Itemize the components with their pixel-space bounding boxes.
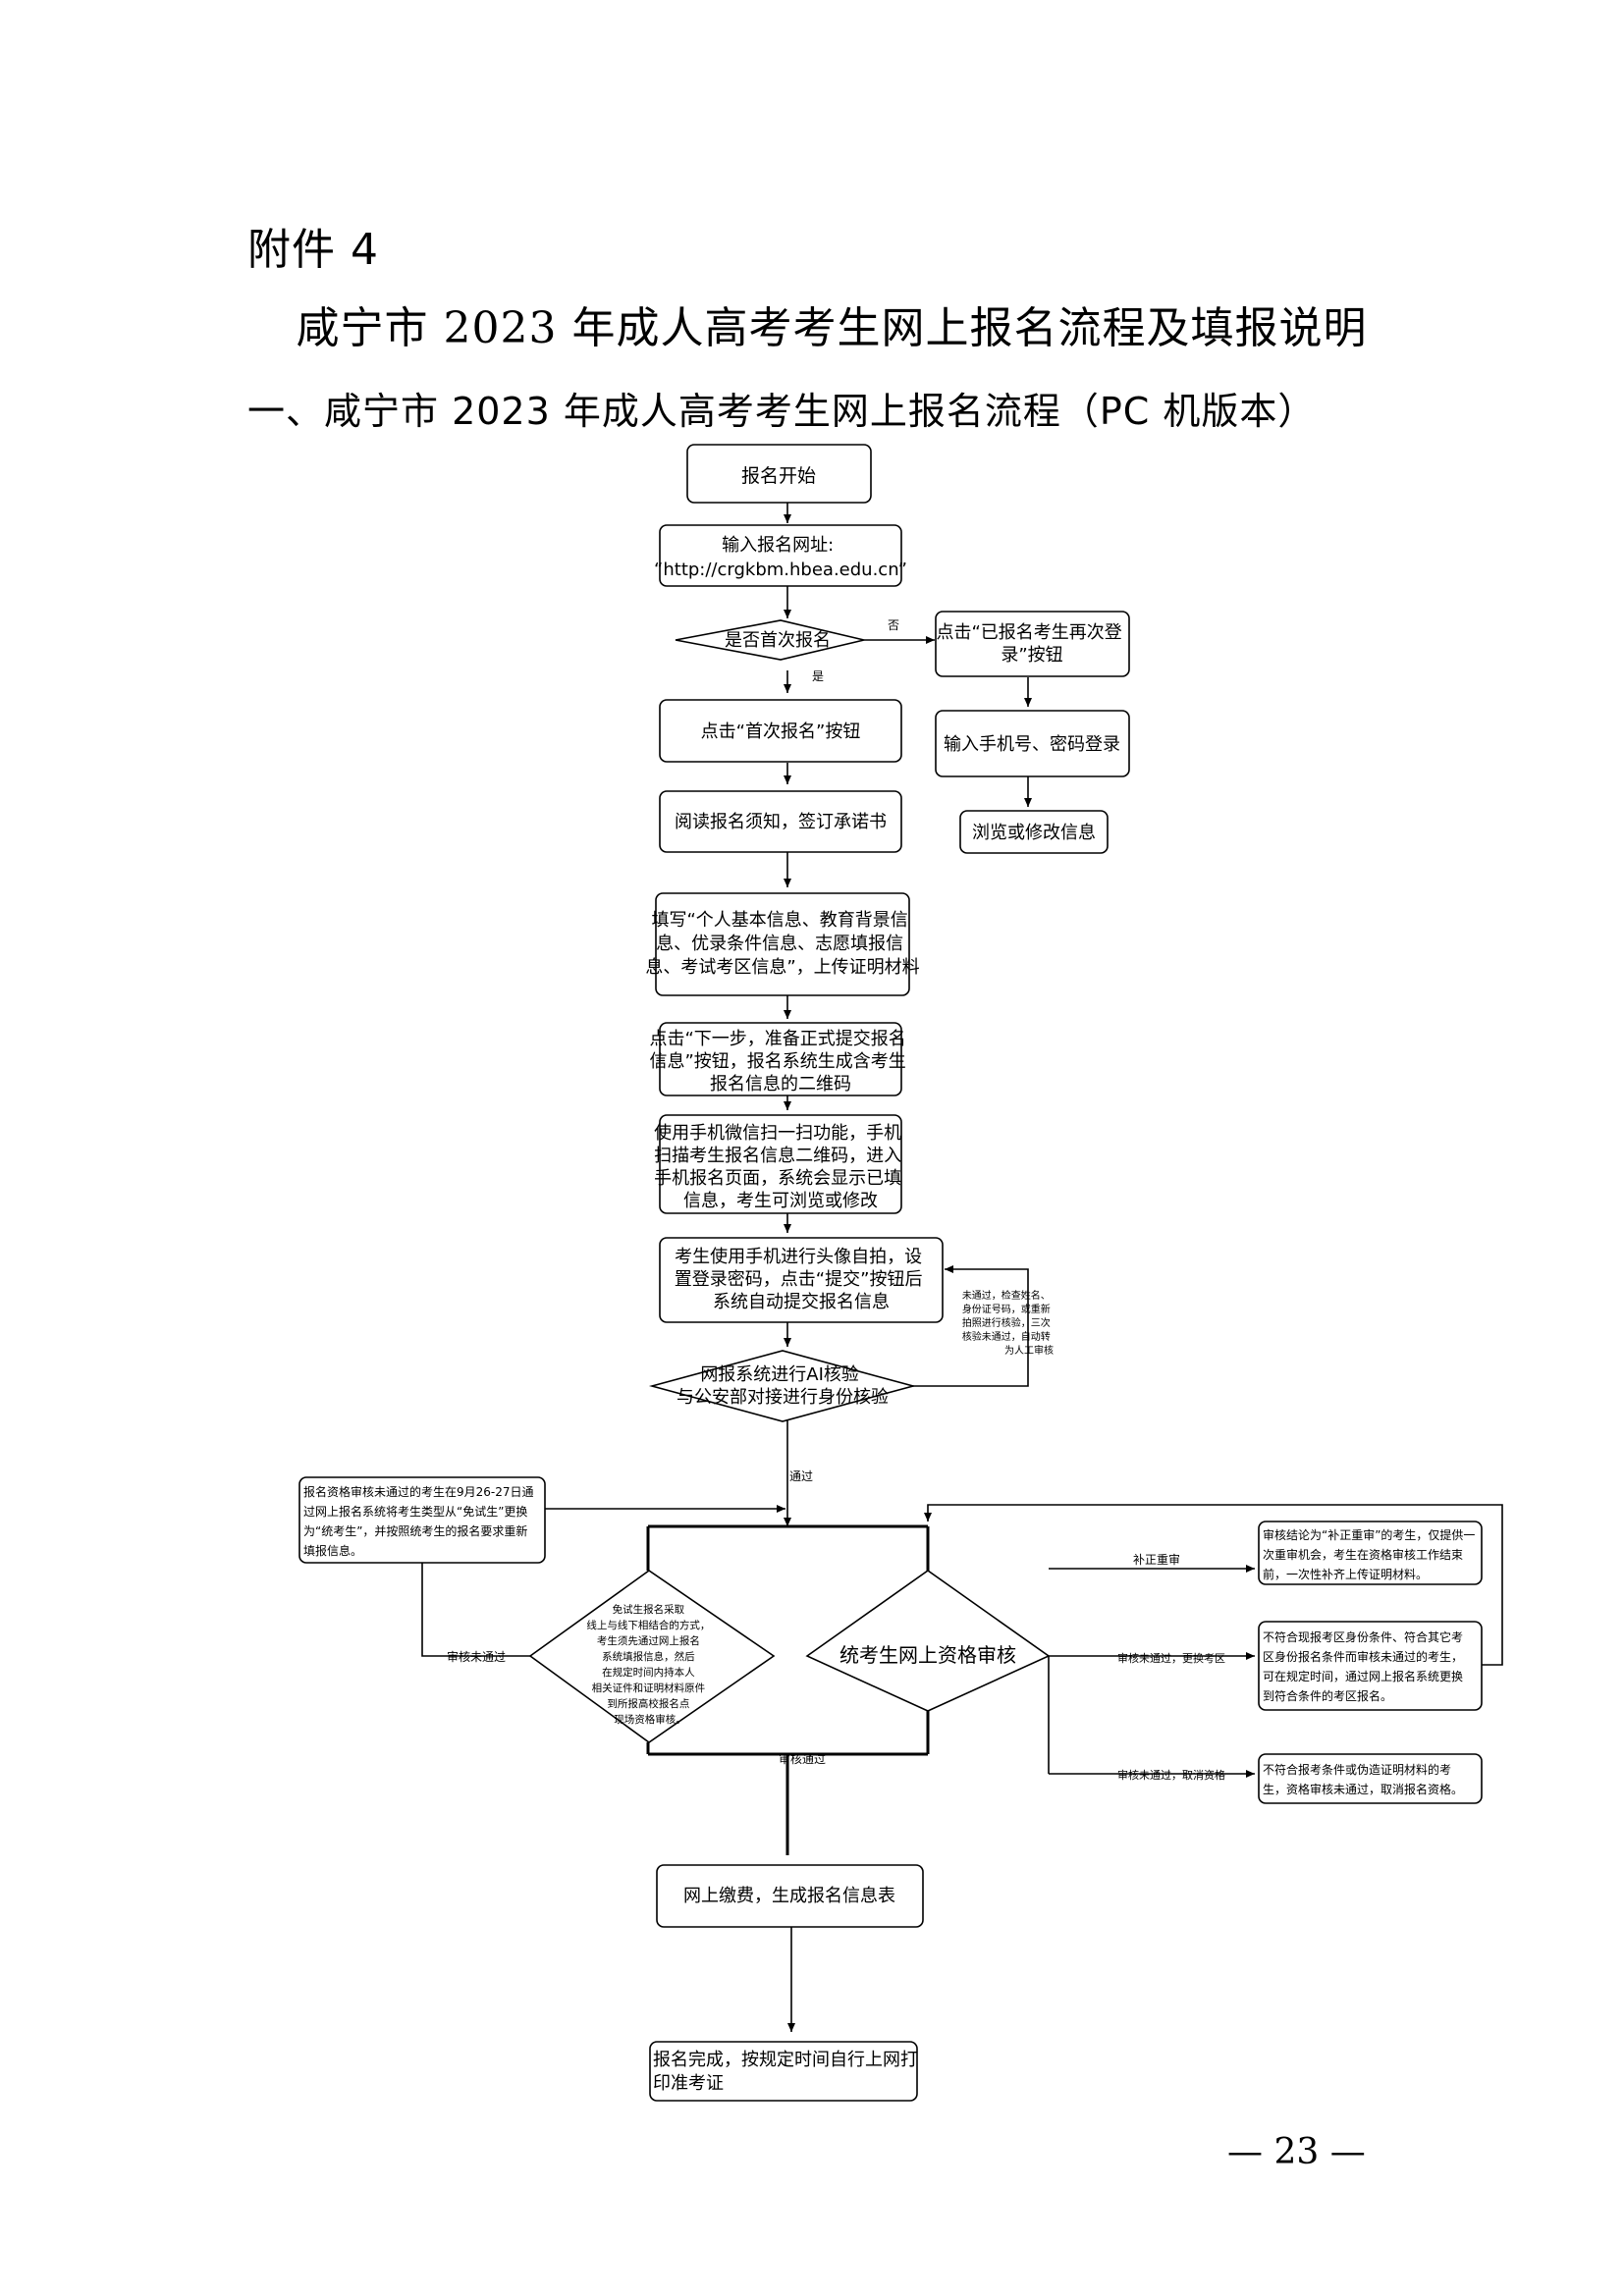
exempt-fail-note-text: 报名资格审核未通过的考生在9月26-27日通 过网上报名系统将考生类型从“免试生… [303,1484,537,1558]
pass-label: 通过 [789,1469,813,1483]
fill-info-text: 填写“个人基本信息、教育背景信 息、优录条件信息、志愿填报信 息、考试考区信息”… [645,910,919,978]
first-time-text: 是否首次报名 [725,630,831,651]
complete-box [649,2041,918,2102]
change-area-note-box [1258,1621,1483,1711]
ai-verify-text: 网报系统进行AI核验 与公安部对接进行身份核验 [677,1364,889,1408]
phone-login-box [935,710,1130,777]
review-fail-label: 审核未通过 [447,1649,506,1664]
attachment-label: 附件 4 [247,225,379,275]
payment-text: 网上缴费，生成报名信息表 [683,1886,895,1906]
relogin-box [935,611,1130,677]
enter-url-text: 输入报名网址: “http://crgkbm.hbea.edu.cn” [654,535,907,580]
relogin-text: 点击“已报名考生再次登 录”按钮 [936,622,1127,666]
cancel-note-text: 不符合报考条件或伪造证明材料的考 生，资格审核未通过，取消报名资格。 [1263,1762,1463,1796]
scan-qr-text: 使用手机微信扫一扫功能，手机 扫描考生报名信息二维码，进入 手机报名页面，系统会… [654,1123,907,1211]
resubmit-note-text: 审核结论为“补正重审”的考生，仅提供一 次重审机会，考生在资格审核工作结束 前，… [1263,1527,1479,1581]
change-area-note-text: 不符合现报考区身份条件、符合其它考 区身份报名条件而审核未通过的考生， 可在规定… [1263,1629,1467,1703]
start-box [686,444,872,504]
flow-connectors [418,502,1503,2032]
payment-box [656,1864,924,1928]
first-time-diamond [675,619,865,661]
section-heading: 一、咸宁市 2023 年成人高考考生网上报名流程（PC 机版本） [247,390,1317,433]
ai-fail-note: 未通过，检查姓名、 身份证号码，或重新 拍照进行核验，三次 核验未通过，自动转 … [962,1289,1054,1357]
browse-modify-text: 浏览或修改信息 [972,823,1096,843]
no-label: 否 [888,618,899,632]
ai-verify-diamond [648,1350,917,1422]
resubmit-label: 补正重审 [1133,1552,1180,1567]
fill-info-box [655,892,910,996]
change-area-label: 审核未通过，更换考区 [1117,1651,1225,1665]
first-register-box [659,699,902,763]
phone-login-text: 输入手机号、密码登录 [944,734,1120,755]
read-notice-box [659,790,902,853]
browse-modify-box [959,810,1109,854]
cancel-label: 审核未通过，取消资格 [1117,1768,1225,1782]
document-title: 咸宁市 2023 年成人高考考生网上报名流程及填报说明 [296,303,1368,353]
next-step-box [659,1022,902,1096]
next-step-text: 点击“下一步，准备正式提交报名 信息”按钮，报名系统生成含考生 报名信息的二维码 [649,1029,911,1095]
enter-url-box [659,524,902,587]
cancel-note-box [1258,1753,1483,1804]
read-notice-text: 阅读报名须知，签订承诺书 [675,812,887,832]
selfie-text: 考生使用手机进行头像自拍，设 置登录密码，点击“提交”按钮后 系统自动提交报名信… [675,1247,928,1312]
unified-review-text: 统考生网上资格审核 [839,1643,1016,1667]
review-pass-label: 审核通过 [779,1751,826,1766]
first-register-text: 点击“首次报名”按钮 [701,721,861,742]
complete-text: 报名完成，按规定时间自行上网打 印准考证 [653,2050,924,2094]
unified-review-diamond [805,1570,1051,1712]
page-number: — 23 — [1227,2132,1366,2172]
exempt-review-diamond [528,1570,776,1743]
exempt-fail-note-box [298,1476,546,1564]
resubmit-note-box [1258,1521,1483,1585]
yes-label: 是 [812,669,824,683]
exempt-review-text: 免试生报名采取 线上与线下相结合的方式， 考生须先通过网上报名 系统填报信息，然… [586,1603,713,1726]
selfie-box [659,1237,944,1323]
start-text: 报名开始 [741,465,816,487]
scan-qr-box [659,1114,902,1214]
